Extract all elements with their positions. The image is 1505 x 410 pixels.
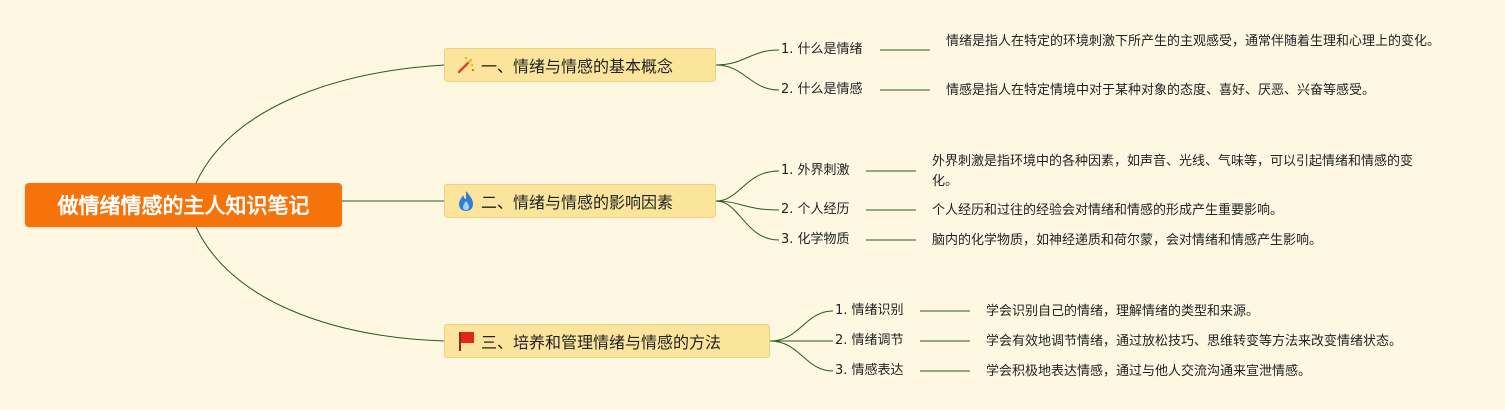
branch-label: 二、情绪与情感的影响因素 (481, 193, 674, 212)
sub-node-3-1[interactable]: 1. 情绪识别 (835, 303, 904, 318)
desc-node-3-1[interactable]: 学会识别自己的情绪，理解情绪的类型和来源。 (986, 304, 1260, 319)
edge-b3-s1 (769, 310, 834, 342)
desc-node-1-2[interactable]: 情感是指人在特定情境中对于某种对象的态度、喜好、厌恶、兴奋等感受。 (946, 83, 1376, 98)
desc-node-2-2[interactable]: 个人经历和过往的经验会对情绪和情感的形成产生重要影响。 (932, 203, 1284, 218)
sub-node-1-2[interactable]: 2. 什么是情感 (781, 82, 863, 97)
edge-root-branch-1 (195, 64, 445, 184)
branch-node-2[interactable]: 二、情绪与情感的影响因素 (444, 184, 716, 218)
branch-label: 三、培养和管理情绪与情感的方法 (481, 333, 722, 352)
edge-root-branch-3 (195, 226, 445, 342)
branch-node-1[interactable]: 一、情绪与情感的基本概念 (444, 48, 716, 82)
desc-node-2-3[interactable]: 脑内的化学物质，如神经递质和荷尔蒙，会对情绪和情感产生影响。 (932, 233, 1323, 248)
sub-node-3-2[interactable]: 2. 情绪调节 (835, 333, 904, 348)
desc-node-3-2[interactable]: 学会有效地调节情绪，通过放松技巧、思维转变等方法来改变情绪状态。 (986, 334, 1403, 349)
branch-label: 一、情绪与情感的基本概念 (481, 57, 674, 76)
edge-b2-s1 (715, 170, 780, 202)
sub-node-2-3[interactable]: 3. 化学物质 (781, 232, 850, 247)
sub-node-2-1[interactable]: 1. 外界刺激 (781, 163, 850, 178)
magic-wand-icon (455, 54, 477, 76)
sub-node-2-2[interactable]: 2. 个人经历 (781, 202, 850, 217)
fire-icon (455, 190, 477, 212)
red-flag-icon (455, 330, 477, 352)
root-node[interactable]: 做情绪情感的主人知识笔记 (25, 183, 342, 227)
edge-b2-s2 (715, 200, 780, 211)
edge-b1-s2 (715, 64, 780, 91)
edge-b1-s1 (715, 49, 780, 66)
desc-node-3-3[interactable]: 学会积极地表达情感，通过与他人交流沟通来宣泄情感。 (986, 364, 1312, 379)
edge-b2-s3 (715, 200, 780, 241)
desc-node-2-1[interactable]: 外界刺激是指环境中的各种因素，如声音、光线、气味等，可以引起情绪和情感的变化。 (932, 154, 1414, 189)
edge-b3-s3 (769, 340, 834, 372)
desc-node-1-1[interactable]: 情绪是指人在特定的环境刺激下所产生的主观感受，通常伴随着生理和心理上的变化。 (946, 34, 1441, 49)
branch-node-3[interactable]: 三、培养和管理情绪与情感的方法 (444, 324, 770, 358)
sub-node-1-1[interactable]: 1. 什么是情绪 (781, 42, 863, 57)
sub-node-3-3[interactable]: 3. 情感表达 (835, 363, 904, 378)
